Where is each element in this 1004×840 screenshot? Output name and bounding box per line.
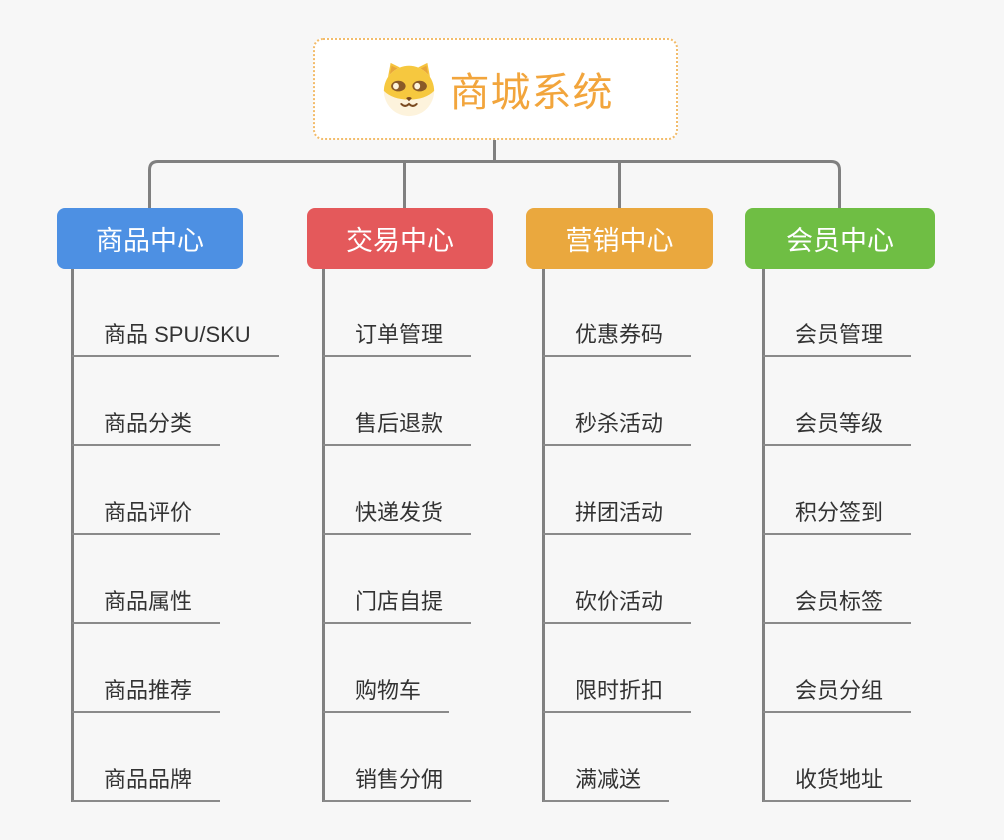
child-topic[interactable]: 售后退款 [323,402,472,446]
root-topic-title: 商城系统 [449,71,614,115]
child-topic[interactable]: 商品品牌 [72,758,221,802]
child-topic[interactable]: 满减送 [543,758,670,802]
dog-face-icon [378,60,440,118]
child-topic[interactable]: 会员分组 [763,669,912,713]
child-topic[interactable]: 收货地址 [763,758,912,802]
child-topic[interactable]: 会员等级 [763,402,912,446]
child-topic[interactable]: 砍价活动 [543,580,692,624]
child-topic[interactable]: 会员管理 [763,313,912,357]
child-topic[interactable]: 会员标签 [763,580,912,624]
child-topic[interactable]: 拼团活动 [543,491,692,535]
child-topic[interactable]: 商品 SPU/SKU [72,313,279,357]
child-topic[interactable]: 商品分类 [72,402,221,446]
branch-node-trade[interactable]: 交易中心 [307,208,493,269]
child-topic[interactable]: 限时折扣 [543,669,692,713]
branch-node-member[interactable]: 会员中心 [745,208,935,269]
child-topic[interactable]: 订单管理 [323,313,472,357]
child-topic[interactable]: 快递发货 [323,491,472,535]
child-topic[interactable]: 优惠券码 [543,313,692,357]
branch-node-product[interactable]: 商品中心 [57,208,243,269]
root-topic[interactable]: 商城系统 [313,38,678,140]
child-topic[interactable]: 购物车 [323,669,450,713]
child-topic[interactable]: 商品属性 [72,580,221,624]
child-topic[interactable]: 商品推荐 [72,669,221,713]
child-topic[interactable]: 秒杀活动 [543,402,692,446]
child-topic[interactable]: 门店自提 [323,580,472,624]
child-topic[interactable]: 积分签到 [763,491,912,535]
child-topic[interactable]: 商品评价 [72,491,221,535]
child-topic[interactable]: 销售分佣 [323,758,472,802]
branch-node-marketing[interactable]: 营销中心 [526,208,713,269]
